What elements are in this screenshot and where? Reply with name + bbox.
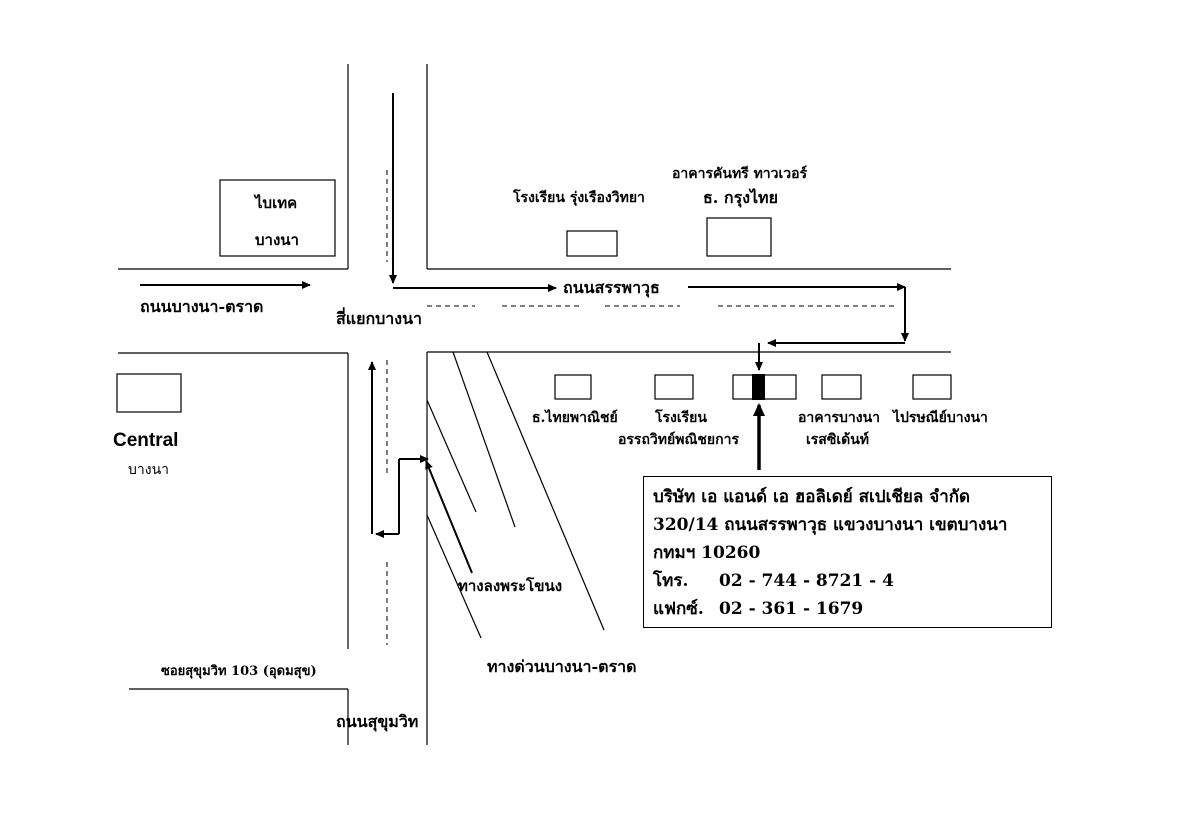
bitec-building: [219, 179, 336, 257]
bitec-label-line1: ไบเทค: [255, 194, 298, 212]
route-arrows: [140, 93, 909, 574]
krungthai-bank-label: ธ. กรุงไทย: [703, 188, 778, 207]
bangna-trad-road-label: ถนนบางนา-ตราด: [140, 297, 264, 316]
intersection-label: สี่แยกบางนา: [336, 309, 423, 328]
post-office-label: ไปรษณีย์บางนา: [893, 410, 988, 426]
company-fax-row: แฟกซ์. 02 - 361 - 1679: [653, 595, 1051, 623]
central-label: Central: [113, 430, 179, 451]
central-building: [116, 373, 182, 413]
sanphawut-road-label: ถนนสรรพาวุธ: [563, 278, 660, 297]
scb-building: [554, 374, 592, 400]
school-rung-label: โรงเรียน รุ่งเรืองวิทยา: [513, 190, 645, 206]
bangna-res-label-line2: เรสซิเด้นท์: [806, 432, 870, 448]
phra-khanong-ramp-label: ทางลงพระโขนง: [458, 577, 563, 595]
company-name: บริษัท เอ แอนด์ เอ ฮอลิเดย์ สเปเชียล จำก…: [653, 487, 971, 507]
company-marker: [752, 374, 765, 400]
country-tower-label: อาคารคันทรี ทาวเวอร์: [672, 166, 808, 182]
fax-number: 02 - 361 - 1679: [719, 599, 864, 619]
fax-label: แฟกซ์.: [653, 599, 704, 619]
soi-103-label: ซอยสุขุมวิท 103 (อุดมสุข): [161, 664, 317, 679]
company-address-line1: 320/14 ถนนสรรพาวุธ แขวงบางนา เขตบางนา: [653, 515, 1008, 535]
central-sub-label: บางนา: [128, 462, 170, 478]
company-info-box: บริษัท เอ แอนด์ เอ ฮอลิเดย์ สเปเชียล จำก…: [643, 476, 1052, 628]
bangna-res-label-line1: อาคารบางนา: [798, 410, 881, 426]
school-rung-building: [566, 230, 618, 257]
road-edges: [118, 64, 951, 745]
tel-label: โทร.: [653, 571, 689, 591]
country-tower-building: [706, 217, 772, 257]
school-ort-building: [654, 374, 694, 400]
post-office-building: [912, 374, 952, 400]
expressway-label: ทางด่วนบางนา-ตราด: [487, 657, 637, 676]
bangna-res-building: [821, 374, 862, 400]
company-tel-row: โทร. 02 - 744 - 8721 - 4: [653, 567, 1051, 595]
school-ort-label-line2: อรรถวิทย์พณิชยการ: [618, 432, 739, 448]
company-address-line2: กทมฯ 10260: [653, 543, 761, 563]
scb-bank-label: ธ.ไทยพาณิชย์: [532, 410, 618, 426]
bitec-label-line2: บางนา: [255, 231, 299, 249]
buildings: [116, 179, 952, 413]
tel-number: 02 - 744 - 8721 - 4: [719, 571, 894, 591]
lane-dividers: [386, 170, 898, 645]
school-ort-label-line1: โรงเรียน: [655, 410, 707, 426]
sukhumvit-road-label: ถนนสุขุมวิท: [336, 712, 419, 731]
